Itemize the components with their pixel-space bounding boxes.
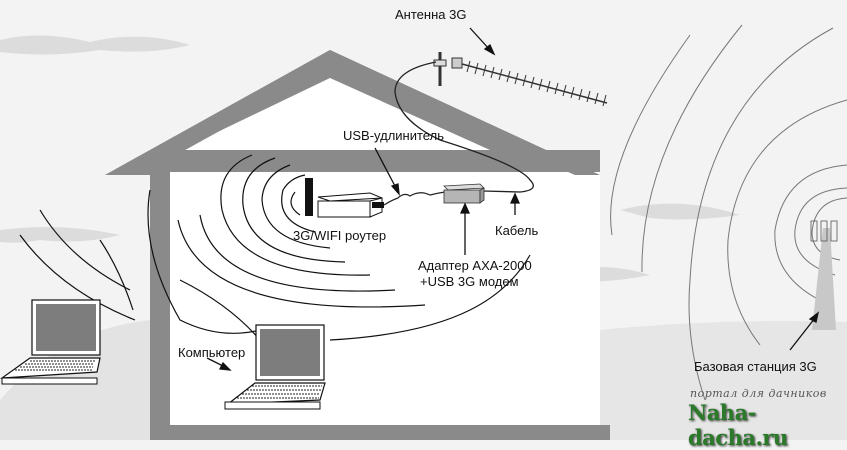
label-antenna: Антенна 3G: [395, 7, 467, 22]
usb-extender-cable: [383, 191, 446, 206]
diagram-canvas: Антенна 3G USB-удлинитель 3G/WIFI роутер…: [0, 7, 847, 450]
antenna-3g-icon: [433, 52, 608, 107]
router-icon: [305, 178, 384, 218]
base-station-waves: [610, 24, 847, 401]
label-usb-extender: USB-удлинитель: [343, 128, 444, 143]
label-router: 3G/WIFI роутер: [293, 228, 387, 243]
cable: [394, 61, 534, 193]
label-adapter-line1: Адаптер AXA-2000: [418, 258, 532, 273]
adapter-axa2000-icon: [443, 183, 485, 204]
computer-icon: [224, 324, 326, 410]
label-computer: Компьютер: [178, 345, 246, 360]
label-cable: Кабель: [495, 223, 539, 238]
label-adapter-line2: +USB 3G модем: [420, 274, 519, 289]
ground-right: [600, 321, 847, 440]
pointer-arrows: [206, 27, 820, 371]
label-base-station: Базовая станция 3G: [694, 359, 817, 374]
watermark-site: Naha-dacha.ru: [688, 400, 788, 450]
house: [105, 50, 610, 440]
wifi-waves: [19, 154, 531, 341]
watermark-tagline: портал для дачников: [690, 387, 827, 400]
laptop-outside-icon: [0, 299, 101, 385]
base-station-icon: [810, 220, 838, 330]
diagram-graphics: [0, 24, 847, 440]
